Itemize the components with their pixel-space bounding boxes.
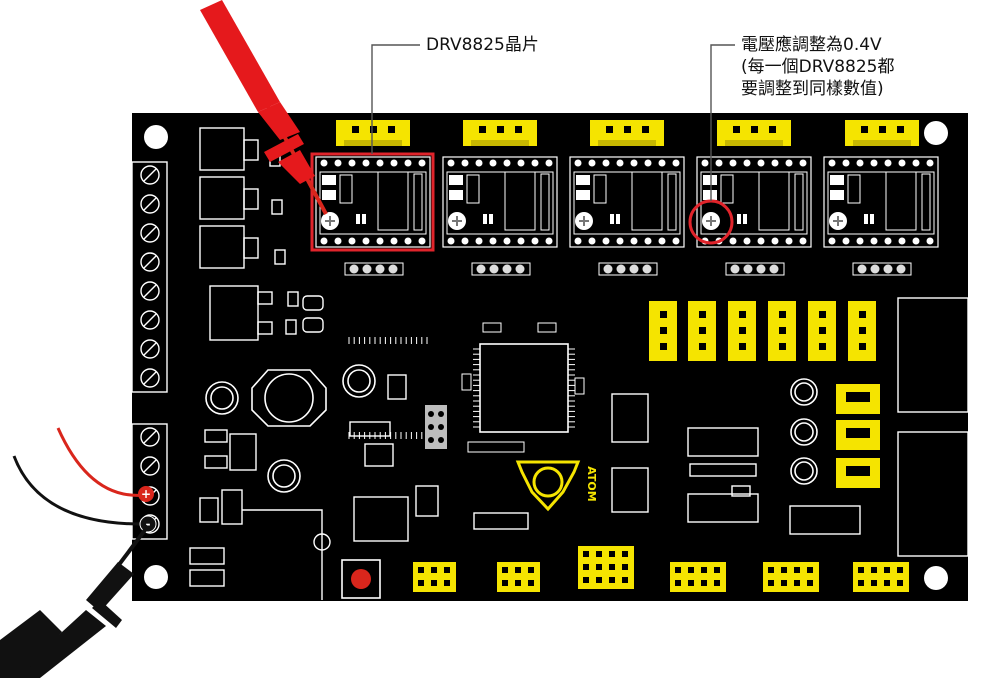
- screw-terminal: [140, 368, 160, 388]
- drv8825-modules: [315, 156, 939, 248]
- misc-ics: [189, 297, 969, 600]
- atom-logo: ATOM: [515, 460, 598, 512]
- red-probe-icon: [200, 0, 328, 215]
- screw-terminal: [140, 339, 160, 359]
- screw-terminal: [140, 456, 160, 476]
- microstep-header: [852, 262, 912, 276]
- microstep-headers: [344, 262, 912, 276]
- screw-terminal: [140, 223, 160, 243]
- callout-lines: [371, 44, 735, 201]
- bottom-header-connectors: [413, 546, 909, 592]
- mounting-holes: [144, 121, 948, 590]
- reset-button: [341, 559, 381, 599]
- drv8825-module: [315, 156, 431, 248]
- microstep-header: [344, 262, 404, 276]
- power-wires: [12, 427, 145, 526]
- screw-terminal: [140, 310, 160, 330]
- capacitors: [205, 364, 818, 493]
- terminal-positive-icon: [138, 486, 154, 502]
- screw-terminal: [140, 427, 160, 447]
- terminal-positive-symbol: +: [141, 487, 151, 501]
- microstep-header: [598, 262, 658, 276]
- screw-terminal: [140, 252, 160, 272]
- icsp-header: [425, 405, 447, 449]
- vref-callout: 電壓應調整為0.4V (每一個DRV8825都 要調整到同樣數值): [741, 34, 895, 100]
- pin-header: [853, 562, 909, 592]
- vref-line-3: 要調整到同樣數值): [741, 79, 884, 99]
- endstop-connectors: [649, 301, 880, 488]
- screw-terminal: [140, 165, 160, 185]
- microstep-header: [471, 262, 531, 276]
- pin-header: [670, 562, 726, 592]
- black-probe-icon: [0, 524, 150, 678]
- pin-header: [497, 562, 540, 592]
- logo-text: ATOM: [585, 466, 598, 501]
- drv8825-module: [569, 156, 685, 248]
- drv8825-module: [823, 156, 939, 248]
- vref-line-1: 電壓應調整為0.4V: [741, 35, 882, 55]
- drv8825-module: [442, 156, 558, 248]
- pin-header: [763, 562, 819, 592]
- pin-header: [413, 562, 456, 592]
- screw-terminal: [140, 194, 160, 214]
- motor-connectors: [336, 120, 919, 146]
- vref-line-2: (每一個DRV8825都: [741, 57, 895, 77]
- drv-chip-label: DRV8825晶片: [426, 35, 539, 55]
- terminal-negative-symbol: -: [146, 517, 151, 531]
- drv-chip-callout: DRV8825晶片: [426, 34, 539, 56]
- screw-terminal: [140, 281, 160, 301]
- microstep-header: [725, 262, 785, 276]
- mcu-chip: [348, 322, 585, 453]
